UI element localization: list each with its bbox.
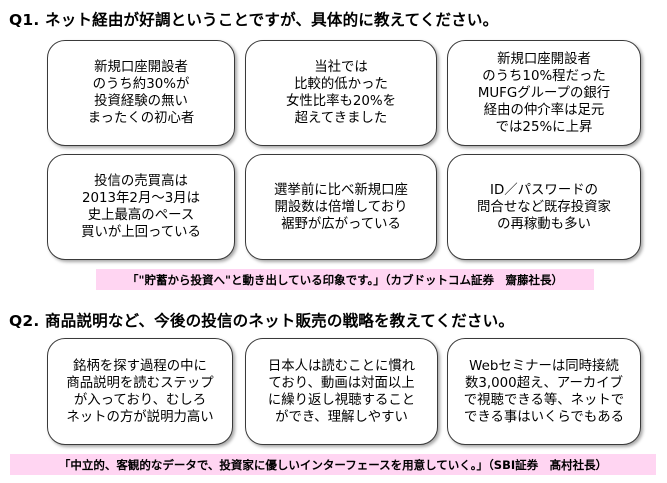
card-line: 当社では: [314, 60, 368, 75]
card-line: が入っており、むしろ: [73, 392, 207, 408]
card-line: の再稼動も多い: [497, 216, 591, 232]
card-line: 商品説明を読むステップ: [66, 375, 214, 391]
card-line: ネットの方が説明力高い: [66, 409, 214, 425]
card-line: 新規口座開設者: [497, 51, 591, 67]
card-line: ができ、理解しやすい: [275, 409, 408, 425]
q1-title: Q1. ネット経由が好調ということですが、具体的に教えてください。: [9, 11, 499, 29]
q1-quote-banner: 「"貯蓄から投資へ"と動き出している印象です。」（カブドットコム証券 齋藤社長）: [96, 269, 594, 290]
q1-card-3: 新規口座開設者 のうち10%程だった MUFGグループの銀行 経由の仲介率は足元…: [447, 40, 641, 146]
q2-card-2: 日本人は読むことに慣れ ており、動画は対面以上 に繰り返し視聴すること ができ、…: [245, 338, 438, 445]
card-line: のうち約30%が: [92, 77, 190, 92]
card-line: では25%に上昇: [495, 119, 593, 135]
card-line: 買いが上回っている: [81, 225, 201, 240]
card-line: ID／パスワードの: [490, 182, 598, 198]
card-line: まったくの初心者: [87, 111, 195, 126]
card-line: 選挙前に比べ新規口座: [274, 182, 408, 198]
card-line: 比較的低かった: [294, 77, 388, 92]
card-line: のうち10%程だった: [482, 68, 606, 84]
q2-card-3: Webセミナーは同時接続 数3,000超え、アーカイブ で視聴できる等、ネットで…: [447, 338, 641, 445]
card-line: ており、動画は対面以上: [268, 375, 415, 391]
card-line: 投資経験の無い: [94, 94, 188, 109]
card-line: 経由の仲介率は足元: [483, 102, 605, 118]
card-line: 開設数は倍増しており: [274, 199, 408, 215]
card-line: 史上最高のペース: [87, 208, 195, 223]
card-line: 問合せなど既存投資家: [477, 199, 611, 215]
card-line: Webセミナーは同時接続: [469, 358, 619, 374]
card-line: 2013年2月～3月は: [81, 191, 201, 206]
q1-card-4: 投信の売買高は 2013年2月～3月は 史上最高のペース 買いが上回っている: [47, 154, 235, 260]
card-line: MUFGグループの銀行: [477, 85, 611, 101]
q1-card-6: ID／パスワードの 問合せなど既存投資家 の再稼動も多い: [447, 154, 641, 260]
card-line: 日本人は読むことに慣れ: [267, 358, 416, 374]
card-line: 銘柄を探す過程の中に: [73, 358, 207, 374]
q2-title: Q2. 商品説明など、今後の投信のネット販売の戦略を教えてください。: [9, 312, 515, 330]
card-line: 投信の売買高は: [94, 174, 188, 189]
card-line: 女性比率も20%を: [285, 94, 397, 109]
q1-card-1: 新規口座開設者 のうち約30%が 投資経験の無い まったくの初心者: [47, 40, 235, 146]
card-line: 裾野が広がっている: [281, 216, 401, 232]
card-line: 数3,000超え、アーカイブ: [464, 375, 624, 391]
card-line: 超えてきました: [294, 111, 388, 126]
q1-card-5: 選挙前に比べ新規口座 開設数は倍増しており 裾野が広がっている: [245, 154, 437, 260]
q2-quote-banner: 「中立的、客観的なデータで、投資家に優しいインターフェースを用意していく。」（S…: [10, 454, 656, 475]
card-line: に繰り返し視聴すること: [267, 392, 416, 408]
card-line: 新規口座開設者: [94, 60, 188, 75]
q1-card-2: 当社では 比較的低かった 女性比率も20%を 超えてきました: [245, 40, 437, 146]
card-line: で視聴できる等、ネットで: [463, 392, 625, 408]
card-line: できる事はいくらでもある: [463, 409, 624, 425]
q2-card-1: 銘柄を探す過程の中に 商品説明を読むステップ が入っており、むしろ ネットの方が…: [47, 338, 233, 445]
